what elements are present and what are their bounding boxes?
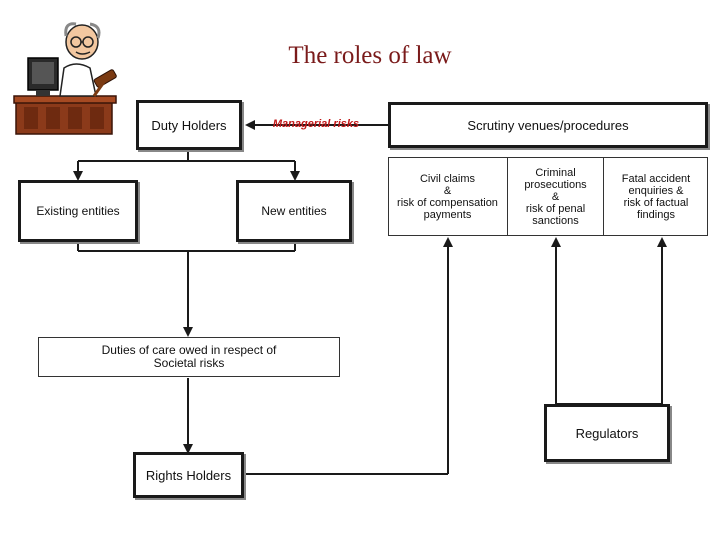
judge-cartoon-icon: [13, 22, 117, 135]
new-entities-label: New entities: [261, 203, 327, 218]
duty-holders-label: Duty Holders: [151, 117, 227, 133]
duty-holders-box: Duty Holders: [136, 100, 242, 150]
criminal-prosecutions-label: Criminal prosecutions & risk of penal sa…: [524, 166, 587, 227]
rights-holders-label: Rights Holders: [145, 467, 232, 483]
regulators-box: Regulators: [544, 404, 670, 462]
civil-claims-cell: Civil claims & risk of compensation paym…: [388, 157, 508, 236]
existing-entities-label: Existing entities: [36, 203, 120, 218]
regulators-label: Regulators: [575, 425, 639, 441]
scrutiny-label: Scrutiny venues/procedures: [467, 117, 629, 133]
criminal-prosecutions-cell: Criminal prosecutions & risk of penal sa…: [508, 157, 604, 236]
scrutiny-box: Scrutiny venues/procedures: [388, 102, 708, 148]
page-title: The roles of law: [288, 42, 452, 69]
duties-of-care-label: Duties of care owed in respect of Societ…: [101, 343, 277, 370]
fatal-accident-label: Fatal accident enquiries & risk of factu…: [621, 172, 691, 221]
scrutiny-venues-row: [388, 157, 708, 236]
civil-claims-label: Civil claims & risk of compensation paym…: [397, 172, 498, 221]
managerial-risks-label: Managerial risks: [272, 118, 360, 130]
new-entities-box: New entities: [236, 180, 352, 242]
fatal-accident-cell: Fatal accident enquiries & risk of factu…: [604, 157, 708, 236]
duties-of-care-box: Duties of care owed in respect of Societ…: [38, 337, 340, 377]
existing-entities-box: Existing entities: [18, 180, 138, 242]
rights-holders-box: Rights Holders: [133, 452, 244, 498]
